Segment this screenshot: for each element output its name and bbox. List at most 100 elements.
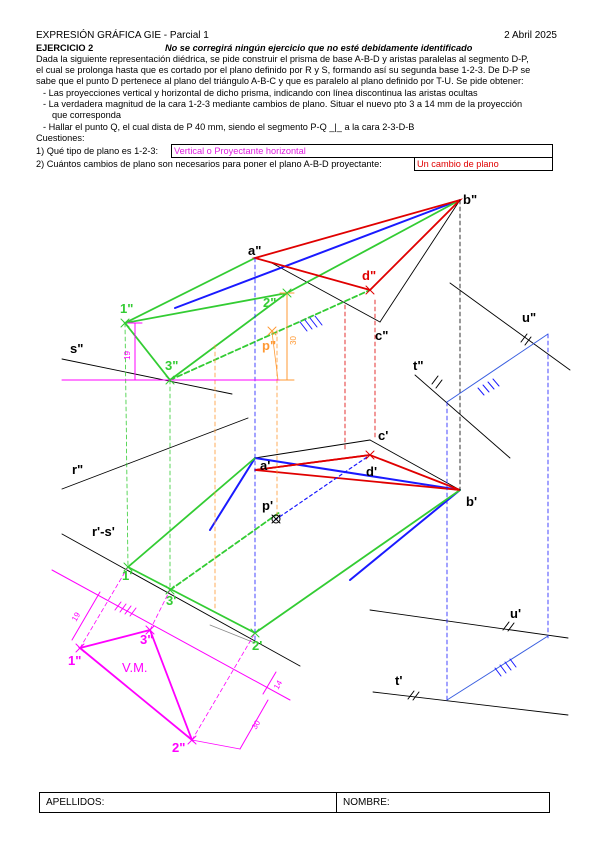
hatch-u1 bbox=[502, 621, 515, 632]
label-three1: 3' bbox=[166, 593, 176, 608]
line-c2b2 bbox=[379, 199, 461, 323]
question-1-label: 1) Qué tipo de plano es 1-2-3: bbox=[36, 146, 159, 156]
label-one2: 1" bbox=[120, 301, 133, 316]
label-rs1: r'-s' bbox=[92, 524, 115, 539]
edge-3-d1 bbox=[169, 511, 281, 591]
statement-line: el cual se prolonga hasta que es cortado… bbox=[36, 65, 531, 75]
line-ab1-black bbox=[254, 439, 371, 459]
label-vm-three: 3" bbox=[140, 632, 153, 647]
line-s2 bbox=[61, 358, 233, 395]
label-p1: p' bbox=[262, 498, 273, 513]
dim-30-lower-line bbox=[239, 699, 269, 750]
label-c1: c' bbox=[378, 428, 388, 443]
apellidos-label: APELLIDOS: bbox=[46, 797, 105, 808]
label-three2: 3" bbox=[165, 358, 178, 373]
line-c2 bbox=[269, 261, 381, 323]
edge-a1-lower-blue bbox=[209, 457, 256, 531]
line-u1 bbox=[369, 609, 569, 639]
edge-a1-d1 bbox=[254, 454, 371, 471]
exercise-warning: No se corregirá ningún ejercicio que no … bbox=[165, 43, 473, 53]
footer-separator bbox=[336, 793, 337, 812]
questions-heading: Cuestiones: bbox=[36, 133, 85, 143]
question-2-label: 2) Cuántos cambios de plano son necesari… bbox=[36, 159, 382, 169]
markers-red bbox=[365, 285, 375, 460]
line-ab2-gray bbox=[209, 624, 256, 644]
bullet-line: - La verdadera magnitud de la cara 1-2-3… bbox=[43, 99, 523, 109]
proj-3-vm bbox=[149, 589, 171, 631]
label-vm-one: 1" bbox=[68, 653, 81, 668]
label-two2: 2" bbox=[263, 295, 276, 310]
label-r2: r" bbox=[72, 462, 83, 477]
label-a2: a" bbox=[248, 243, 261, 258]
hatch-tu2 bbox=[477, 378, 500, 396]
identification-footer: APELLIDOS: NOMBRE: bbox=[39, 792, 550, 813]
triangle-123-true-magnitude bbox=[78, 628, 195, 743]
question-1-answer-box[interactable]: Vertical o Proyectante horizontal bbox=[171, 144, 553, 158]
bullet-line: que corresponda bbox=[52, 110, 121, 120]
dim-14-line bbox=[262, 671, 277, 695]
line-r2 bbox=[61, 417, 249, 490]
edge-1-a2 bbox=[124, 257, 256, 324]
segment-dp-horizontal bbox=[274, 454, 371, 521]
triangle-123-vertical bbox=[123, 292, 288, 382]
label-two1: 2' bbox=[252, 638, 262, 653]
label-d1: d' bbox=[366, 464, 377, 479]
dim-19-upper: 19 bbox=[123, 351, 132, 360]
statement-line: Dada la siguiente representación diédric… bbox=[36, 54, 529, 64]
bullet-line: - Hallar el punto Q, el cual dista de P … bbox=[43, 122, 415, 132]
hatch-t1 bbox=[407, 690, 420, 701]
question-2-answer-box[interactable]: Un cambio de plano bbox=[414, 157, 553, 171]
markers-orange bbox=[267, 326, 277, 336]
line-tu1 bbox=[446, 635, 549, 701]
question-1-answer: Vertical o Proyectante horizontal bbox=[174, 146, 306, 156]
dim-19-lower: 19 bbox=[70, 610, 83, 623]
label-u2: u" bbox=[522, 310, 536, 325]
edge-2-b1 bbox=[254, 489, 461, 634]
edge-a1-b1-blue bbox=[254, 457, 461, 491]
question-2-answer: Un cambio de plano bbox=[417, 159, 499, 169]
label-b1: b' bbox=[466, 494, 477, 509]
edge-a2-b2-blue bbox=[174, 199, 461, 309]
edge-1-a1 bbox=[127, 457, 256, 568]
dim-19-lower-line bbox=[71, 591, 101, 641]
label-u1: u' bbox=[510, 606, 521, 621]
label-d2: d" bbox=[362, 268, 376, 283]
hatch-vm bbox=[114, 601, 137, 617]
p2-to-ground bbox=[271, 331, 279, 381]
label-p2: p" bbox=[262, 338, 276, 353]
label-a1: a' bbox=[260, 458, 270, 473]
hatch-tu1 bbox=[494, 658, 517, 677]
edge-3-d2 bbox=[169, 289, 371, 381]
line-tu2 bbox=[446, 333, 549, 403]
nombre-label: NOMBRE: bbox=[343, 797, 390, 808]
dim-30-upper: 30 bbox=[289, 336, 298, 345]
hatch-u2 bbox=[520, 333, 532, 346]
label-vm: V.M. bbox=[122, 660, 148, 675]
apellidos-field[interactable]: APELLIDOS: bbox=[40, 793, 336, 812]
dim-14: 14 bbox=[272, 678, 285, 691]
label-t1: t' bbox=[395, 673, 402, 688]
line-u2 bbox=[449, 282, 571, 371]
label-one1: 1' bbox=[122, 568, 132, 583]
nombre-field[interactable]: NOMBRE: bbox=[337, 793, 549, 812]
label-t2: t" bbox=[413, 358, 424, 373]
proj-1-vm bbox=[79, 566, 129, 649]
edge-b1-lower-blue bbox=[349, 489, 461, 581]
markers-magenta bbox=[75, 625, 197, 745]
line-t2 bbox=[414, 374, 511, 459]
edge-a2-d2-dashed bbox=[254, 257, 371, 291]
label-c2: c" bbox=[375, 328, 388, 343]
label-b2: b" bbox=[463, 192, 477, 207]
markers-green bbox=[120, 288, 292, 638]
dim-30-lower-ext bbox=[191, 739, 241, 750]
edge-2-b2 bbox=[286, 199, 461, 294]
line-c1b1 bbox=[369, 439, 461, 491]
label-s2: s" bbox=[70, 341, 83, 356]
bullet-line: - Las proyecciones vertical y horizontal… bbox=[43, 88, 478, 98]
line-t1 bbox=[372, 691, 569, 716]
ref-line-1 bbox=[124, 322, 129, 568]
statement-line: sabe que el punto D pertenece al plano d… bbox=[36, 76, 524, 86]
proj-2-vm bbox=[191, 632, 256, 741]
header-course-title: EXPRESIÓN GRÁFICA GIE - Parcial 1 bbox=[36, 30, 209, 41]
